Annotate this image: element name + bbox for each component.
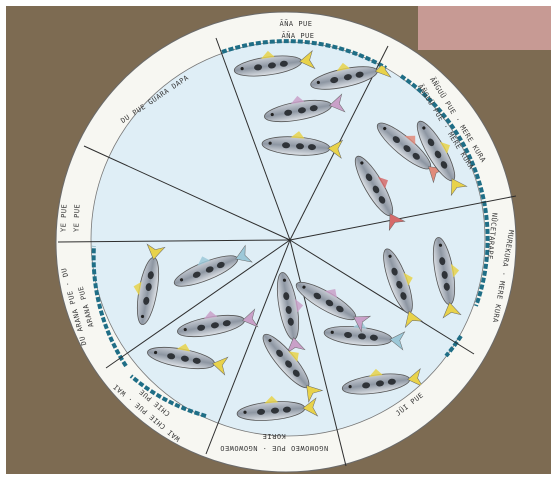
label-ye-pue-2: YE PUE [73, 204, 82, 233]
pink-patch [418, 6, 551, 50]
label-ana-pue-2: ÃÑA PUE [281, 31, 314, 40]
fish-wheel-illustration: ÃÑA PUE ÃÑA PUE ÃÑGUÜ PUE · MERE KURA ÃÑ… [6, 6, 551, 474]
label-ana-pue: ÃÑA PUE [279, 19, 312, 28]
label-korie: KORIE [262, 432, 286, 440]
label-ye-pue: YE PUE [60, 204, 69, 233]
label-ngowoweo-pue: NGOWOWEO PUE · NGOWOWEO [220, 444, 328, 452]
painting-frame: ÃÑA PUE ÃÑA PUE ÃÑGUÜ PUE · MERE KURA ÃÑ… [6, 6, 551, 474]
